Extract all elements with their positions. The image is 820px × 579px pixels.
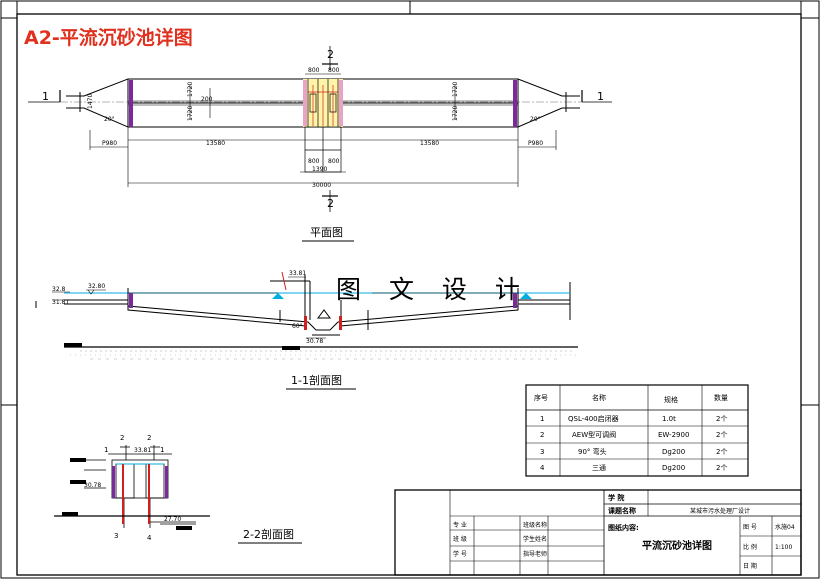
dim-1720-d: 1720	[452, 106, 459, 121]
table-cell: EW-2900	[658, 431, 689, 439]
level-27-70: 27.70	[164, 516, 181, 523]
angle-20-left: 20°	[104, 116, 115, 123]
table-cell: 1	[540, 415, 544, 423]
dim-13580-right: 13580	[420, 140, 439, 147]
table-header: 序号 名称 规格 数量	[534, 393, 728, 404]
level-30-78-b: 30.78	[84, 482, 101, 489]
dim-1470: 1470	[87, 94, 94, 109]
table-cell: QSL-400启闭器	[568, 414, 619, 423]
section-2-2: 2 2 1 1 3 4 33.81 30.78 27.70 2-2剖面图	[54, 434, 302, 544]
plan-caption: 平面图	[310, 226, 343, 239]
sheet-label: 图 号	[743, 524, 757, 531]
angle-60: 60°	[292, 323, 303, 330]
table-cell: 三通	[592, 463, 606, 472]
level-32-80: 32.8	[52, 286, 66, 293]
dim-800-b: 800	[328, 67, 340, 74]
section-marker-1-right: 1	[597, 90, 604, 103]
dim-800-c: 800	[308, 158, 320, 165]
level-32-80-water: 32.80	[88, 283, 105, 290]
dim-30000: 30000	[312, 182, 331, 189]
dim-1720-c: 1720	[452, 82, 459, 97]
marker-2-b: 2	[147, 434, 151, 442]
school-label: 学 院	[608, 493, 624, 502]
table-cell: 2个	[716, 431, 727, 439]
table-cell: Dg200	[662, 448, 685, 456]
dim-800-d: 800	[328, 158, 340, 165]
table-cell: Dg200	[662, 464, 685, 472]
marker-3: 3	[114, 532, 118, 540]
table-cell: 1.0t	[662, 415, 676, 423]
table-cell: 3	[540, 448, 544, 456]
row-label-class-name: 班级名称	[523, 521, 547, 529]
table-row: 1 QSL-400启闭器 1.0t 2个	[540, 414, 727, 423]
row-label-id: 学 号	[453, 550, 467, 558]
marker-1-a: 1	[104, 446, 108, 454]
table-header-cell: 规格	[664, 395, 678, 404]
soil-hatch	[70, 350, 576, 360]
marker-4: 4	[147, 534, 152, 542]
section-marker-2-top: 2	[327, 48, 334, 61]
drawing-content-value: 平流沉砂池详图	[642, 539, 712, 552]
marker-2-a: 2	[120, 434, 124, 442]
angle-20-right: 20°	[530, 116, 541, 123]
dim-p980-right: P980	[528, 140, 543, 147]
course-value: 某城市污水处理厂设计	[690, 507, 750, 515]
table-cell: 4	[540, 464, 545, 472]
table-row: 3 90° 弯头 Dg200 2个	[540, 447, 727, 456]
row-label-class: 班 级	[453, 535, 467, 543]
section-marker-2-bottom: 2	[327, 197, 334, 210]
course-label: 课题名称	[608, 506, 636, 515]
dim-1720-b: 1720	[187, 106, 194, 121]
watermark: 图 文 设 计	[336, 275, 530, 304]
dim-200: 200	[201, 96, 213, 103]
section-1-1-caption: 1-1剖面图	[291, 373, 342, 387]
section-2-2-caption: 2-2剖面图	[243, 527, 294, 541]
drawing-title: A2-平流沉砂池详图	[24, 26, 193, 49]
dim-800-a: 800	[308, 67, 320, 74]
table-cell: 2个	[716, 448, 727, 456]
title-block: 学 院 课题名称 某城市污水处理厂设计 图纸内容: 平流沉砂池详图 专 业 班级…	[394, 489, 802, 576]
section-marker-1-left: 1	[42, 90, 49, 103]
table-row: 4 三通 Dg200 2个	[540, 463, 727, 472]
scale-label: 比 例	[743, 543, 757, 551]
row-label-major: 专 业	[453, 521, 467, 529]
table-cell: 90° 弯头	[578, 447, 607, 456]
table-header-cell: 名称	[592, 393, 606, 402]
table-cell: AEW型可调阀	[572, 430, 616, 439]
table-header-cell: 数量	[714, 393, 728, 402]
table-cell: 2个	[716, 464, 727, 472]
drawing-content-label: 图纸内容:	[608, 523, 639, 532]
equipment-table: 序号 名称 规格 数量 1 QSL-400启闭器 1.0t 2个 2 AEW型可…	[525, 384, 749, 477]
level-31-81: 31.81	[52, 299, 69, 306]
dim-13580-left: 13580	[206, 140, 225, 147]
sheet-value: 水施04	[775, 523, 795, 531]
level-30-78: 30.78	[306, 338, 323, 345]
table-cell: 2个	[716, 415, 727, 423]
level-33-81-b: 33.81	[134, 447, 151, 454]
row-label-student: 学生姓名	[523, 535, 547, 543]
marker-1-b: 1	[160, 446, 164, 454]
dim-1720-a: 1720	[187, 82, 194, 97]
row-label-advisor: 指导老师	[523, 550, 547, 558]
section-1-1: 32.8 31.81 32.80 33.81 30.78 60° 图 文 设 计…	[35, 270, 578, 390]
table-row: 2 AEW型可调阀 EW-2900 2个	[540, 430, 727, 439]
table-header-cell: 序号	[534, 393, 548, 402]
date-label: 日 期	[743, 562, 757, 570]
scale-value: 1:100	[775, 544, 792, 551]
level-33-81: 33.81	[289, 270, 306, 277]
plan-view: 2 2 1 1	[28, 46, 612, 242]
table-cell: 2	[540, 431, 544, 439]
dim-1390: 1390	[312, 166, 327, 173]
dim-p980-left: P980	[102, 140, 117, 147]
